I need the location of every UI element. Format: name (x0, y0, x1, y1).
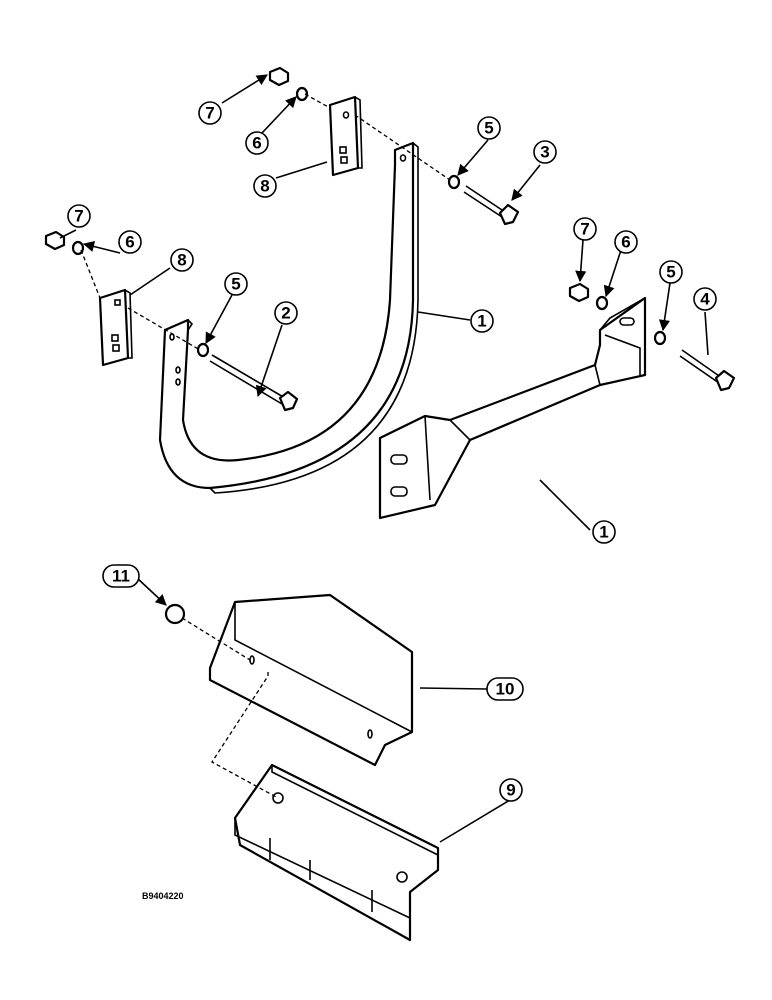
callout-label: 9 (506, 781, 515, 800)
z-bracket (378, 296, 647, 520)
callout-label: 3 (540, 143, 549, 162)
washer-left-bolt (196, 342, 210, 358)
cover (208, 593, 414, 767)
callout-label: 11 (112, 567, 130, 586)
nut-lower (44, 230, 66, 251)
callout-7-lower: 7 (67, 204, 91, 228)
callout-8-upper: 8 (253, 174, 277, 198)
plate-lower (98, 288, 133, 367)
callout-5-upper: 5 (477, 116, 501, 140)
callout-6-lower: 6 (118, 230, 142, 254)
callout-1-lower: 1 (592, 520, 616, 544)
callout-label: 2 (281, 304, 290, 323)
callout-label: 5 (666, 263, 675, 282)
callout-2: 2 (274, 301, 298, 325)
bolt-4 (679, 349, 736, 392)
callout-labels: 7 6 8 5 3 7 6 8 (67, 101, 717, 802)
callout-8-lower: 8 (170, 248, 194, 272)
callout-label: 6 (621, 233, 630, 252)
callout-label: 8 (177, 251, 186, 270)
callout-7-upper: 7 (198, 101, 222, 125)
nut-upper (268, 66, 290, 87)
washer-upper (295, 86, 309, 102)
callout-9: 9 (499, 778, 523, 802)
drawing-code: B9404220 (142, 891, 184, 901)
callout-label: 7 (74, 207, 83, 226)
callout-label: 10 (496, 680, 515, 699)
washer-right-6 (595, 295, 609, 311)
callout-5-lower: 5 (224, 272, 248, 296)
callout-label: 6 (252, 134, 261, 153)
callout-label: 1 (477, 312, 486, 331)
bolt-2 (209, 354, 299, 412)
callout-3: 3 (533, 140, 557, 164)
callout-6-upper: 6 (245, 131, 269, 155)
plug (164, 603, 186, 625)
callout-11: 11 (102, 564, 140, 588)
callout-label: 5 (484, 119, 493, 138)
callout-label: 4 (700, 290, 710, 309)
callout-label: 7 (205, 104, 214, 123)
callout-label: 5 (231, 275, 240, 294)
callout-1-upper: 1 (470, 309, 494, 333)
callout-10: 10 (486, 677, 524, 701)
nut-right (568, 282, 590, 303)
callout-label: 1 (599, 523, 608, 542)
assembly-lines (80, 93, 451, 799)
shield (233, 763, 440, 942)
bolt-3 (463, 185, 520, 226)
callout-label: 7 (580, 220, 589, 239)
washer-right-bolt (447, 174, 461, 190)
washer-right-5 (653, 330, 667, 346)
leader-lines (59, 74, 709, 843)
callout-label: 6 (125, 233, 134, 252)
plate-upper (328, 95, 363, 177)
callout-7-right: 7 (573, 217, 597, 241)
callout-label: 8 (260, 177, 269, 196)
callout-5-right: 5 (659, 260, 683, 284)
callout-4: 4 (693, 287, 717, 311)
callout-6-right: 6 (614, 230, 638, 254)
u-bracket (158, 141, 419, 494)
